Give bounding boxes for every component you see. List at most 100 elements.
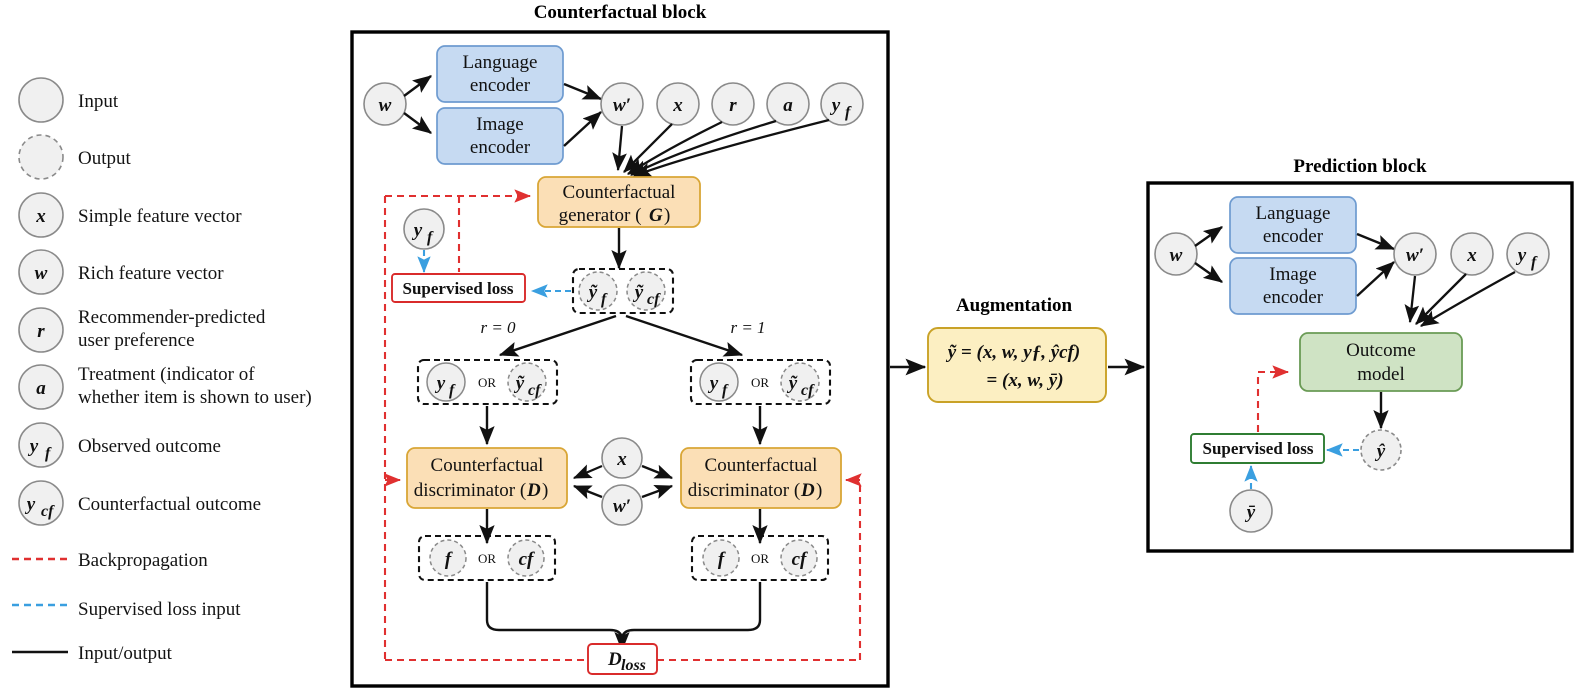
node-yhat-label: ŷ	[1375, 441, 1386, 462]
legend-label-supervised: Supervised loss input	[78, 599, 241, 620]
or-label-output-left: OR	[478, 551, 496, 566]
node-cf-right	[780, 539, 818, 577]
language-encoder-pred-line2: encoder	[1263, 226, 1324, 247]
node-cf-right-label: cf	[792, 549, 808, 570]
node-yf-sub: f	[845, 104, 852, 121]
discriminator-input-group-left	[416, 358, 559, 406]
node-x-shared	[601, 437, 643, 479]
legend-icon-a	[18, 364, 64, 410]
node-wprime-shared	[601, 484, 643, 526]
counterfactual-generator-line1: Counterfactual	[563, 182, 676, 203]
legend-label-r-line2: user preference	[78, 330, 195, 351]
legend-label-backprop: Backpropagation	[78, 550, 208, 571]
legend-symbol-w: w	[35, 263, 48, 284]
discriminator-output-group-left	[417, 534, 557, 582]
image-encoder-line2: encoder	[470, 137, 531, 158]
legend-label-input: Input	[78, 91, 119, 112]
node-f-right-label: f	[718, 549, 726, 570]
node-yhat	[1360, 429, 1402, 471]
node-yf-disc-right	[699, 362, 739, 402]
edge-yf-to-outcome-model	[1420, 270, 1516, 327]
backprop-paths-counterfactual	[383, 189, 862, 662]
legend-symbol-x: x	[35, 206, 46, 227]
augmentation-box	[927, 327, 1107, 403]
d-loss-sub: loss	[621, 657, 646, 674]
node-f-left	[429, 539, 467, 577]
node-ytilde-cf	[626, 271, 666, 311]
augmentation-title: Augmentation	[956, 295, 1073, 316]
legend-symbol-r: r	[37, 321, 45, 342]
edge-wprime-to-disc-left	[572, 484, 603, 500]
edge-wprime-to-outcome-model	[1404, 275, 1420, 324]
node-ycf-disc-left-label: ỹ	[514, 373, 525, 394]
branch-label-r0: r = 0	[480, 318, 516, 337]
outcome-model-line2: model	[1357, 364, 1405, 385]
edges-into-generator	[612, 118, 830, 178]
legend-symbol-a: a	[36, 378, 46, 399]
edge-image-encoder-to-wprime	[563, 111, 602, 147]
counterfactual-discriminator-box-left	[406, 447, 568, 509]
image-encoder-box-pred	[1229, 257, 1357, 315]
discriminator-right-paren: )	[816, 480, 822, 501]
edge-language-encoder-to-wprime-pred	[1356, 232, 1396, 251]
node-yf-disc-left-label: y	[435, 373, 446, 394]
supervised-loss-label-pred: Supervised loss	[1203, 439, 1314, 458]
image-encoder-box	[436, 107, 564, 165]
legend-symbol-yf: y	[28, 436, 39, 457]
node-yf-prediction-sub: f	[1531, 254, 1538, 271]
node-ybar	[1229, 489, 1273, 533]
node-yf-prediction-label: y	[1516, 245, 1527, 266]
edge-language-encoder-to-wprime	[563, 82, 603, 101]
generator-outputs-group	[571, 267, 675, 315]
legend-label-w: Rich feature vector	[78, 263, 224, 284]
node-wprime-prediction-label: w′	[1406, 245, 1424, 266]
node-f-right	[702, 539, 740, 577]
outcome-model-box	[1299, 332, 1463, 392]
node-ycf-disc-left-sub: cf	[528, 382, 542, 399]
node-yf-disc-right-sub: f	[722, 382, 729, 399]
node-ytilde-f-label: ỹ	[587, 282, 598, 303]
edge-right-output-to-dloss	[620, 582, 762, 650]
node-x-shared-label: x	[616, 449, 627, 470]
discriminator-left-line1: Counterfactual	[431, 455, 544, 476]
node-wprime-prediction	[1393, 232, 1437, 276]
legend-label-a-line2: whether item is shown to user)	[78, 387, 312, 408]
node-a-label: a	[783, 95, 793, 116]
or-label-disc-right: OR	[751, 375, 769, 390]
legend-symbol-ycf-sub: cf	[41, 503, 55, 520]
node-yf-supervised	[403, 208, 445, 250]
node-ycf-disc-right	[780, 362, 820, 402]
legend-label-flow: Input/output	[78, 643, 173, 664]
supervised-loss-box-pred	[1190, 433, 1325, 464]
language-encoder-line1: Language	[463, 52, 538, 73]
discriminator-left-symbol: D	[526, 480, 541, 501]
node-w-prediction	[1154, 232, 1198, 276]
node-ytilde-f-sub: f	[601, 291, 608, 308]
node-ytilde-f	[578, 271, 618, 311]
node-x	[656, 82, 700, 126]
supervised-loss-label-cf: Supervised loss	[403, 279, 514, 298]
edge-w-to-image-encoder	[403, 112, 432, 134]
prediction-block-frame	[1146, 181, 1574, 553]
node-ycf-disc-right-label: ỹ	[787, 373, 798, 394]
or-label-disc-left: OR	[478, 375, 496, 390]
node-a	[766, 82, 810, 126]
d-loss-label: D	[607, 649, 622, 670]
edge-x-to-outcome-model	[1415, 273, 1467, 325]
legend-label-output: Output	[78, 148, 132, 169]
legend-label-a-line1: Treatment (indicator of	[78, 364, 255, 385]
discriminator-right-line2: discriminator (	[688, 480, 800, 501]
d-loss-box	[587, 643, 658, 675]
legend-label-yf: Observed outcome	[78, 436, 221, 457]
legend-icon-yf	[18, 422, 64, 468]
discriminator-left-paren: )	[542, 480, 548, 501]
counterfactual-generator-paren: )	[664, 205, 670, 226]
language-encoder-box-pred	[1229, 196, 1357, 254]
edge-yf-to-generator	[632, 118, 830, 178]
node-x-prediction	[1450, 232, 1494, 276]
node-ycf-disc-right-sub: cf	[801, 382, 815, 399]
edge-x-to-disc-left	[572, 464, 603, 480]
node-ytilde-cf-label: ỹ	[633, 282, 644, 303]
node-ybar-label: ȳ	[1245, 502, 1256, 523]
